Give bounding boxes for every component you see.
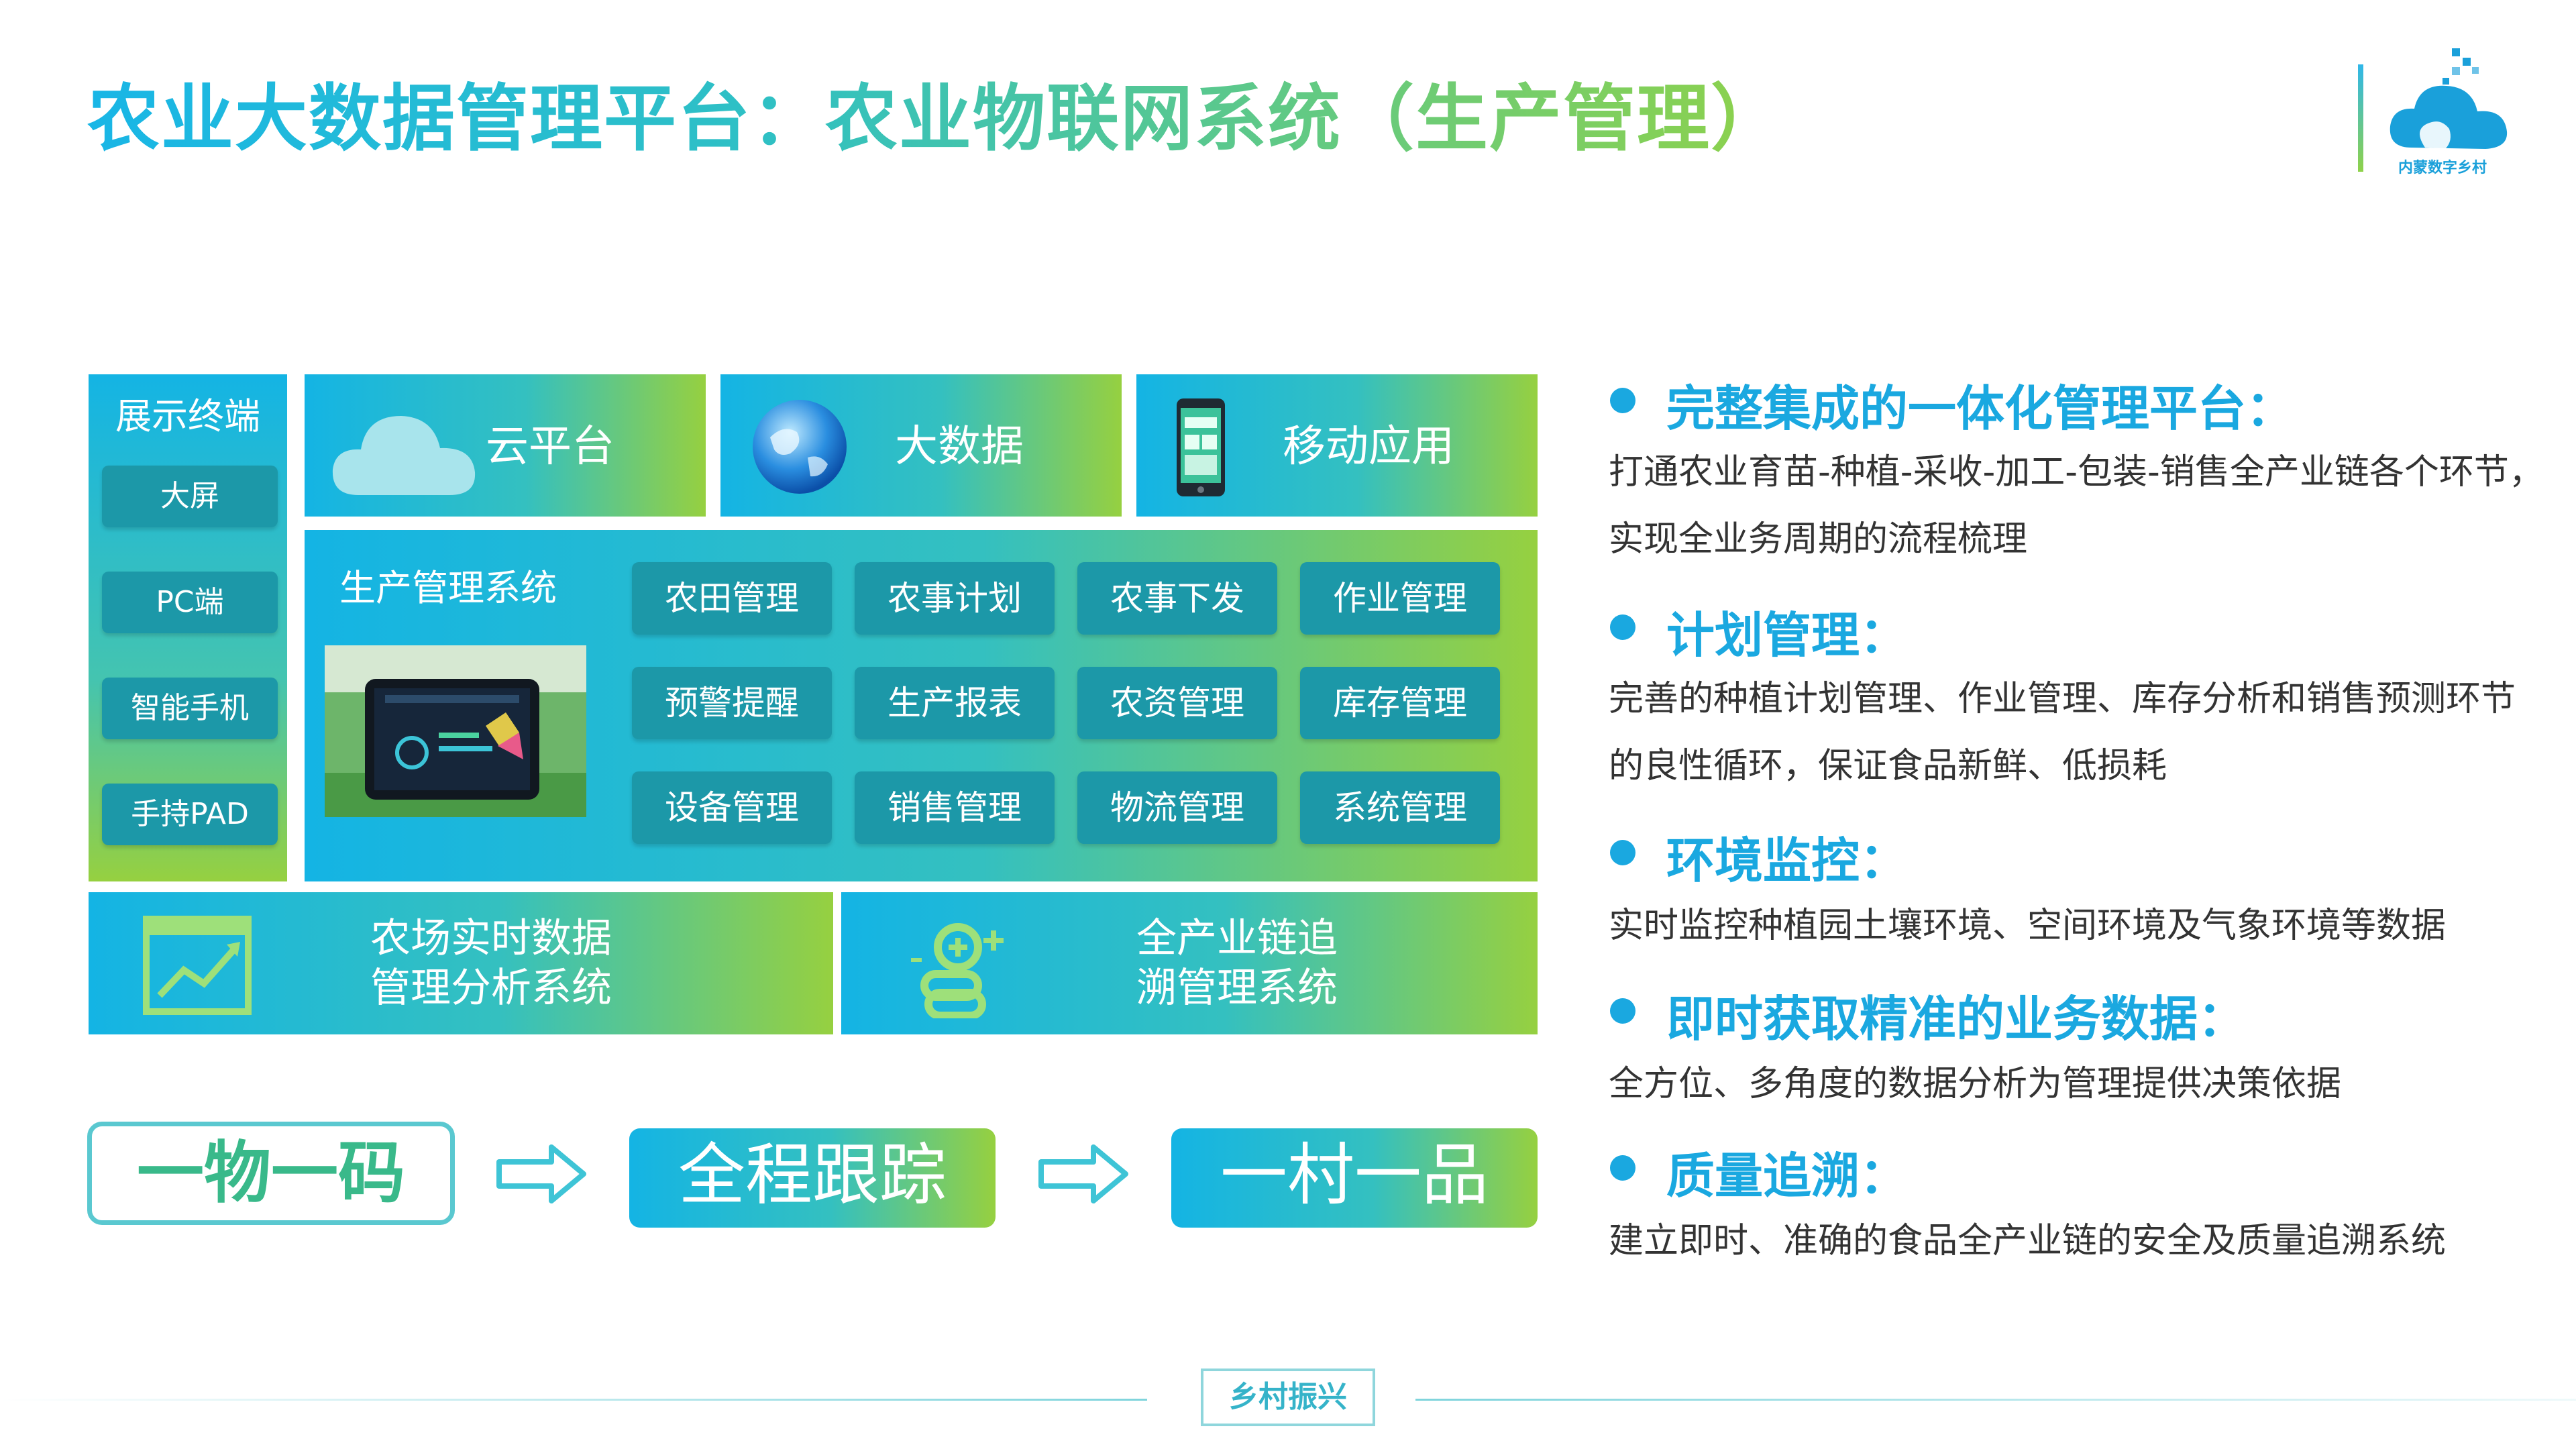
module-early-warning[interactable]: 预警提醒	[632, 667, 832, 739]
bullet-heading-plan-management: 计划管理：	[1666, 607, 1909, 663]
terminal-smartphone[interactable]: 智能手机	[102, 678, 278, 739]
traceability-system-box: 全产业链追 溯管理系统	[841, 892, 1538, 1034]
terminal-pad[interactable]: 手持PAD	[102, 784, 278, 845]
chart-icon	[142, 915, 252, 1016]
bullet-body-business-data: 全方位、多角度的数据分析为管理提供决策依据	[1609, 1064, 2342, 1104]
module-farmland-management[interactable]: 农田管理	[632, 562, 832, 635]
bullet-dot-icon	[1610, 614, 1635, 640]
big-data-label: 大数据	[895, 422, 1024, 472]
arrow-right-icon	[495, 1140, 589, 1208]
bullet-body-integrated-platform: 打通农业育苗-种植-采收-加工-包装-销售全产业链各个环节，实现全业务周期的流程…	[1609, 452, 2544, 559]
flow-one-village-one-product: 一村一品	[1171, 1128, 1538, 1228]
module-agri-supplies[interactable]: 农资管理	[1077, 667, 1277, 739]
module-production-report[interactable]: 生产报表	[855, 667, 1055, 739]
flow-one-item-one-code: 一物一码	[87, 1122, 455, 1225]
bullet-body-plan-management: 完善的种植计划管理、作业管理、库存分析和销售预测环节的良性循环，保证食品新鲜、低…	[1609, 679, 2516, 786]
logo-text: 内蒙数字乡村	[2398, 160, 2487, 176]
module-inventory-management[interactable]: 库存管理	[1300, 667, 1500, 739]
chain-link-icon	[908, 918, 1009, 1020]
module-equipment-management[interactable]: 设备管理	[632, 771, 832, 844]
bullet-heading-business-data: 即时获取精准的业务数据：	[1666, 991, 2247, 1047]
production-management-panel: 生产管理系统 农田管理 农事计划 农事下发 作业管理 预警提醒 生产报表 农资管…	[305, 530, 1538, 881]
bullet-dot-icon	[1610, 388, 1635, 413]
cloud-icon	[331, 394, 479, 502]
footer-divider-right	[1415, 1399, 2576, 1401]
bullet-body-environment-monitoring: 实时监控种植园土壤环境、空间环境及气象环境等数据	[1609, 906, 2447, 946]
bullet-heading-quality-traceability: 质量追溯：	[1666, 1148, 1909, 1204]
terminal-pc[interactable]: PC端	[102, 572, 278, 633]
trace-label-line2: 溯管理系统	[1136, 965, 1338, 1012]
globe-icon	[750, 397, 849, 496]
module-farming-dispatch[interactable]: 农事下发	[1077, 562, 1277, 635]
terminals-title: 展示终端	[115, 395, 260, 437]
bullet-heading-integrated-platform: 完整集成的一体化管理平台：	[1666, 380, 2295, 437]
footer-divider-left	[0, 1399, 1147, 1401]
module-operation-management[interactable]: 作业管理	[1300, 562, 1500, 635]
bullet-body-quality-traceability: 建立即时、准确的食品全产业链的安全及质量追溯系统	[1609, 1221, 2447, 1261]
terminal-big-screen[interactable]: 大屏	[102, 466, 278, 527]
logo-divider	[2358, 64, 2363, 172]
page-title: 农业大数据管理平台：农业物联网系统（生产管理）	[87, 60, 1784, 165]
farm-realtime-data-box: 农场实时数据 管理分析系统	[89, 892, 833, 1034]
module-logistics-management[interactable]: 物流管理	[1077, 771, 1277, 844]
module-farming-plan[interactable]: 农事计划	[855, 562, 1055, 635]
arrow-right-icon	[1037, 1140, 1131, 1208]
module-sales-management[interactable]: 销售管理	[855, 771, 1055, 844]
smartphone-icon	[1174, 397, 1228, 498]
big-data-box: 大数据	[720, 374, 1122, 517]
cloud-platform-box: 云平台	[305, 374, 706, 517]
bullet-dot-icon	[1610, 998, 1635, 1024]
display-terminals-panel: 展示终端 大屏 PC端 智能手机 手持PAD	[89, 374, 287, 881]
mobile-app-box: 移动应用	[1136, 374, 1538, 517]
flow-full-tracking: 全程跟踪	[629, 1128, 996, 1228]
tablet-greenhouse-image	[325, 645, 586, 817]
farm-data-label-line2: 管理分析系统	[370, 965, 612, 1012]
mobile-app-label: 移动应用	[1283, 422, 1454, 472]
bullet-heading-environment-monitoring: 环境监控：	[1666, 833, 1909, 889]
bullet-dot-icon	[1610, 840, 1635, 865]
farm-data-label-line1: 农场实时数据	[370, 915, 612, 962]
cloud-platform-label: 云平台	[486, 422, 614, 472]
module-system-management[interactable]: 系统管理	[1300, 771, 1500, 844]
bullet-dot-icon	[1610, 1155, 1635, 1181]
production-title: 生产管理系统	[339, 567, 557, 609]
footer-badge: 乡村振兴	[1201, 1368, 1375, 1426]
trace-label-line1: 全产业链追	[1136, 915, 1338, 962]
logo-cloud-icon	[2385, 47, 2519, 174]
